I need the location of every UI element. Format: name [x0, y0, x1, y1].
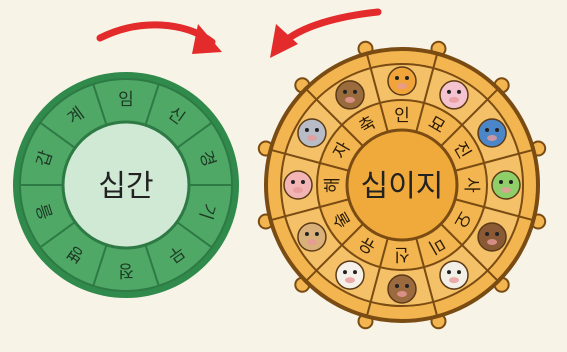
rooster-icon: [335, 260, 365, 290]
dragon-icon: [477, 118, 507, 148]
left-wheel-segment-label: 을: [33, 201, 57, 222]
arrow-right-to-left-icon: [278, 8, 382, 48]
right-wheel-divider: [365, 237, 389, 317]
horse-icon: [477, 222, 507, 252]
left-wheel-segment-label: 경: [195, 148, 219, 169]
right-wheel-divider: [270, 148, 350, 172]
rabbit-icon: [439, 80, 469, 110]
left-wheel-divider: [176, 221, 213, 249]
right-wheel-divider: [440, 88, 499, 147]
left-wheel-segment-label: 갑: [33, 148, 57, 169]
right-wheel-divider: [415, 237, 439, 317]
left-wheel-segment-label: 정: [118, 260, 134, 280]
arrow-left-head-icon: [192, 24, 222, 54]
sheep-icon: [439, 260, 469, 290]
right-wheel-divider: [454, 198, 534, 222]
right-wheel-center: [345, 128, 459, 242]
right-wheel-title: 십이지: [361, 169, 444, 204]
arrow-right-head-icon: [270, 24, 298, 58]
left-wheel-divider: [176, 121, 213, 149]
left-wheel-divider: [144, 83, 160, 126]
right-wheel-divider: [415, 53, 439, 133]
right-wheel-divider: [365, 53, 389, 133]
right-wheel-segment-label: 인: [394, 106, 410, 126]
dog-icon: [297, 222, 327, 252]
left-wheel-segment-label: 기: [195, 201, 219, 222]
ox-icon: [335, 80, 365, 110]
left-wheel-divider: [144, 244, 160, 287]
right-wheel-segment-label: 해: [323, 177, 343, 193]
right-wheel-divider: [440, 223, 499, 282]
right-wheel-divider: [454, 148, 534, 172]
left-wheel-divider: [39, 121, 76, 149]
right-wheel-divider: [305, 88, 364, 147]
left-wheel-divider: [92, 83, 108, 126]
right-wheel-segment-label: 사: [461, 177, 481, 193]
right-wheel-divider: [270, 198, 350, 222]
left-wheel-title: 십간: [98, 169, 153, 204]
left-wheel-divider: [39, 221, 76, 249]
right-wheel-divider: [305, 223, 364, 282]
left-wheel-center: [61, 120, 191, 250]
tiger-icon: [387, 66, 417, 96]
snake-icon: [491, 170, 521, 200]
left-wheel-divider: [92, 244, 108, 287]
left-wheel-segment-label: 임: [118, 90, 134, 110]
monkey-icon: [387, 274, 417, 304]
right-wheel-segment-label: 신: [394, 244, 410, 264]
pig-icon: [283, 170, 313, 200]
rat-icon: [297, 118, 327, 148]
